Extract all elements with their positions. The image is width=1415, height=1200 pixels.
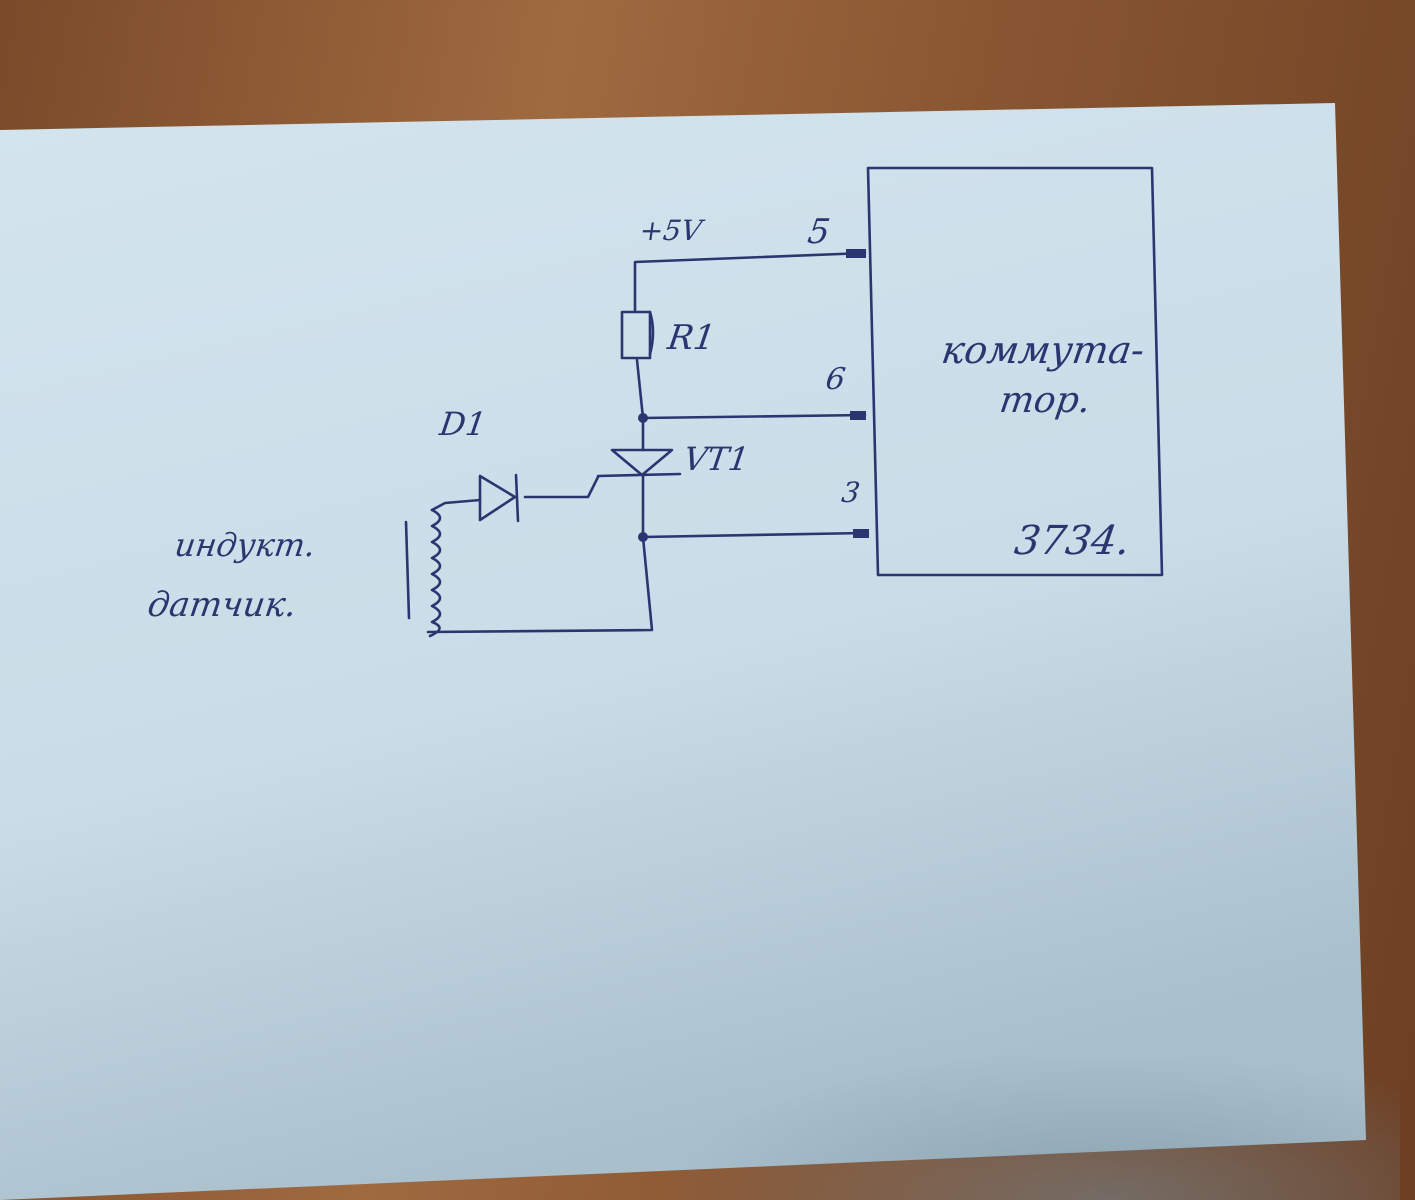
sensor-label-line1: индукт.: [172, 526, 318, 564]
inductor-coil: [428, 508, 442, 638]
diode-d1: [478, 474, 517, 522]
diode-bar: [514, 473, 520, 523]
pin3-wire: [641, 531, 867, 539]
resistor-mark: [648, 310, 655, 356]
supply-wire: [633, 251, 867, 312]
commutator-block: [866, 166, 1164, 577]
resistor-r1: [620, 310, 652, 360]
pin3-marker: [853, 529, 869, 538]
pin5-marker: [846, 249, 866, 258]
diode-anode-wire: [430, 498, 482, 512]
ground-return-wire: [426, 535, 654, 634]
pin6-wire: [641, 413, 867, 420]
resistor-label: R1: [665, 318, 719, 358]
diode-label: D1: [437, 405, 489, 443]
junction-dot: [638, 532, 648, 542]
module-number: 3734.: [1011, 518, 1133, 564]
thyristor-vt1: [610, 448, 674, 477]
hand-shadow: [500, 900, 1400, 1200]
thyristor-bar: [596, 472, 682, 478]
thyristor-label: VT1: [681, 440, 752, 478]
wire-r1-node: [635, 358, 645, 420]
sensor-label-line2: датчик.: [145, 585, 300, 625]
inductor-core: [404, 520, 411, 620]
junction-dot: [638, 413, 648, 423]
supply-label: +5V: [637, 214, 704, 247]
module-label-line2: тор.: [997, 380, 1094, 421]
pin6-marker: [850, 411, 866, 420]
module-label-line1: коммута-: [938, 328, 1148, 372]
gate-wire: [523, 475, 600, 499]
